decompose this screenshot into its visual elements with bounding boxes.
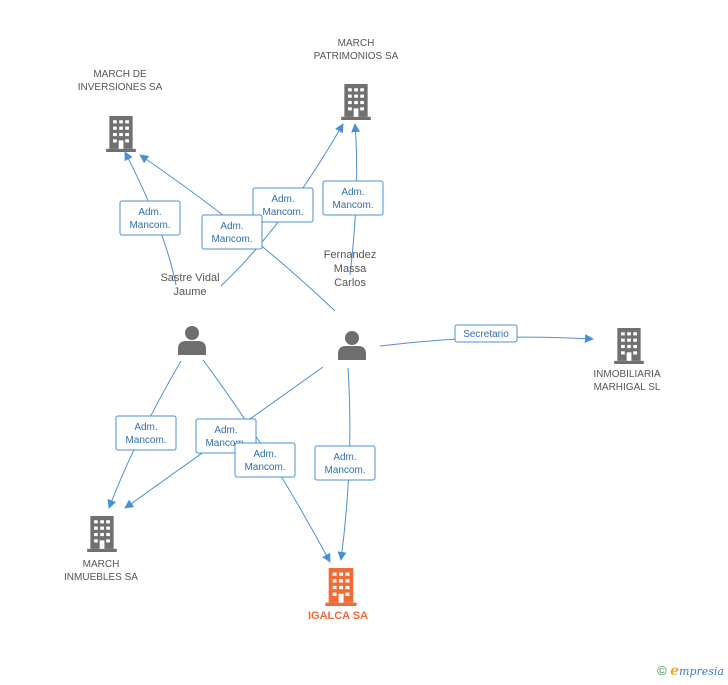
- edge-label-text: Mancom.: [211, 234, 252, 245]
- edge-label-text: Mancom.: [205, 438, 246, 449]
- copyright-symbol: ©: [657, 663, 667, 678]
- edge-label[interactable]: Adm. Mancom.: [322, 180, 384, 216]
- node-inmobiliaria-marhigal[interactable]: INMOBILIARIA MARHIGAL SL: [593, 328, 661, 393]
- edge-label-box: [454, 324, 518, 343]
- edge-label-text: Mancom.: [332, 200, 373, 211]
- edge-label-text: Adm.: [253, 449, 276, 460]
- edge-label[interactable]: Adm. Mancom.: [201, 214, 263, 250]
- building-icon: [614, 328, 644, 364]
- edge-label-text: Adm.: [134, 422, 157, 433]
- edge-label-box: [252, 187, 314, 223]
- person-icon: [338, 331, 366, 360]
- edge-label-text: Adm.: [214, 425, 237, 436]
- edge-label[interactable]: Adm. Mancom.: [252, 187, 314, 223]
- person-icon: [178, 326, 206, 355]
- node-label: INMUEBLES SA: [64, 572, 138, 583]
- node-label: Massa: [334, 263, 367, 275]
- node-label: Carlos: [334, 277, 366, 289]
- edge-label-text: Adm.: [220, 221, 243, 232]
- building-icon: [341, 84, 371, 120]
- node-march-inmuebles[interactable]: MARCH INMUEBLES SA: [64, 516, 138, 583]
- edge-label-box: [119, 200, 181, 236]
- edge-label-text: Adm.: [138, 207, 161, 218]
- edge-label-box: [314, 445, 376, 481]
- node-label: MARCH: [83, 559, 120, 570]
- edge-label[interactable]: Adm. Mancom.: [234, 442, 296, 478]
- edge-label-text: Adm.: [333, 452, 356, 463]
- edge-label-text: Mancom.: [129, 220, 170, 231]
- edge-label-box: [115, 415, 177, 451]
- edge-label-text: Adm.: [271, 194, 294, 205]
- node-label: INVERSIONES SA: [78, 82, 163, 93]
- node-label: IGALCA SA: [308, 610, 368, 622]
- edge-label-box: [322, 180, 384, 216]
- node-label: Jaume: [173, 286, 206, 298]
- edge-label-text: Adm.: [341, 187, 364, 198]
- node-march-patrimonios[interactable]: MARCH PATRIMONIOS SA: [314, 38, 399, 120]
- edge-label-box: [201, 214, 263, 250]
- edge-label-text: Secretario: [463, 329, 509, 340]
- brand-footer: © empresia: [657, 663, 724, 679]
- node-igalca[interactable]: IGALCA SA: [308, 568, 368, 622]
- building-icon: [106, 116, 136, 152]
- edge-label-text: Mancom.: [324, 465, 365, 476]
- node-label: Fernandez: [324, 249, 377, 261]
- node-label: Sastre Vidal: [160, 272, 219, 284]
- edge-label-box: [234, 442, 296, 478]
- brand-logo-initial: e: [670, 663, 680, 679]
- building-icon: [87, 516, 117, 552]
- building-icon: [325, 568, 357, 606]
- node-label: MARHIGAL SL: [594, 382, 661, 393]
- edge-label-text: Mancom.: [262, 207, 303, 218]
- edge-label[interactable]: Secretario: [454, 324, 518, 343]
- edge-label-text: Mancom.: [125, 435, 166, 446]
- node-label: INMOBILIARIA: [593, 369, 661, 380]
- edge-label[interactable]: Adm. Mancom.: [119, 200, 181, 236]
- node-label: PATRIMONIOS SA: [314, 51, 399, 62]
- edge-label[interactable]: Adm. Mancom.: [115, 415, 177, 451]
- brand-logo-text: mpresia: [679, 665, 724, 678]
- edge-label-text: Mancom.: [244, 462, 285, 473]
- node-label: MARCH: [338, 38, 375, 49]
- edge-label[interactable]: Adm. Mancom.: [314, 445, 376, 481]
- node-march-inversiones[interactable]: MARCH DE INVERSIONES SA: [78, 69, 163, 152]
- node-label: MARCH DE: [93, 69, 147, 80]
